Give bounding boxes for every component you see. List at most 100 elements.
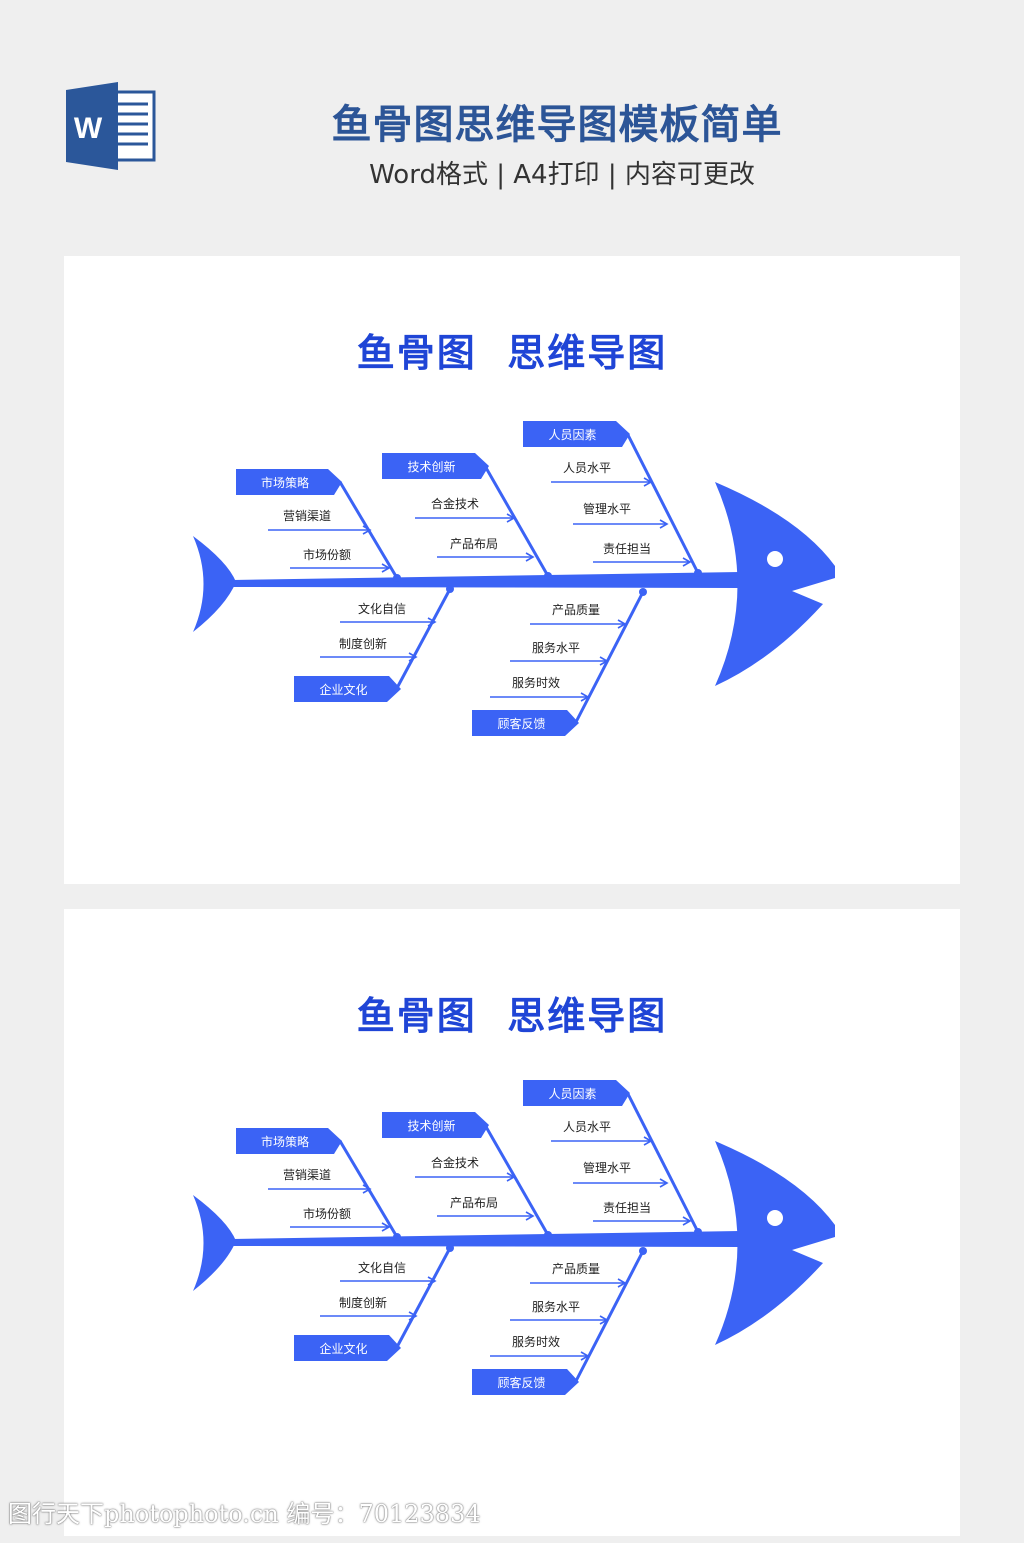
cause-label: 服务时效 [512, 1334, 560, 1349]
arrow-head-icon [525, 1211, 535, 1221]
branch-bone [574, 591, 645, 723]
fish-eye-icon [767, 551, 783, 567]
cause-label: 责任担当 [603, 542, 651, 556]
category-label: 企业文化 [319, 682, 367, 697]
arrow-head-icon [682, 557, 692, 567]
branch-bone [483, 1124, 550, 1236]
category-label: 企业文化 [319, 1341, 367, 1356]
category-label: 顾客反馈 [497, 1375, 545, 1390]
arrow-head-icon [408, 1311, 418, 1321]
word-logo-letter: W [74, 112, 103, 145]
branch-joint [639, 588, 647, 596]
branch-joint [694, 1228, 702, 1236]
cause-label: 市场份额 [303, 547, 351, 562]
fish-head-icon [715, 1141, 835, 1345]
arrow-head-icon [408, 652, 418, 662]
branch-bone [483, 465, 550, 577]
cause-label: 人员水平 [563, 461, 611, 475]
category-label-box [382, 1112, 489, 1138]
branch-bone [395, 1247, 452, 1348]
branch-joint [694, 569, 702, 577]
cause-label: 制度创新 [339, 1295, 387, 1310]
arrow-head-icon [643, 1136, 653, 1146]
watermark: 图行天下photophoto.cn 编号：70123834 [8, 1500, 481, 1528]
fish-spine [232, 1231, 740, 1247]
branch-bone [625, 432, 700, 574]
arrow-head-icon [580, 1351, 590, 1361]
arrow-head-icon [427, 1276, 437, 1286]
arrow-head-icon [506, 513, 516, 523]
cause-label: 文化自信 [358, 601, 406, 616]
arrow-head-icon [506, 1172, 516, 1182]
category-label: 市场策略 [261, 1134, 309, 1149]
cause-label: 文化自信 [358, 1260, 406, 1275]
category-label-box [472, 710, 579, 736]
branch-joint [544, 1231, 552, 1239]
cause-label: 责任担当 [603, 1201, 651, 1215]
cause-label: 产品布局 [450, 537, 498, 551]
cause-label: 市场份额 [303, 1206, 351, 1221]
cause-label: 产品质量 [552, 603, 600, 617]
cause-label: 合金技术 [431, 1155, 479, 1170]
arrow-head-icon [643, 477, 653, 487]
cause-label: 产品布局 [450, 1196, 498, 1210]
arrow-head-icon [659, 1178, 669, 1188]
cause-label: 制度创新 [339, 636, 387, 651]
category-label: 技术创新 [407, 459, 455, 474]
category-label-box [236, 1128, 342, 1154]
arrow-head-icon [617, 1278, 627, 1288]
arrow-head-icon [362, 525, 372, 535]
arrow-head-icon [599, 1315, 609, 1325]
arrow-head-icon [599, 656, 609, 666]
arrow-head-icon [617, 619, 627, 629]
fish-tail-icon [193, 1195, 236, 1291]
category-label: 人员因素 [548, 1087, 596, 1101]
cause-label: 服务水平 [532, 640, 580, 655]
branch-joint [544, 572, 552, 580]
category-label: 顾客反馈 [497, 716, 545, 731]
arrow-head-icon [580, 692, 590, 702]
category-label-box [472, 1369, 579, 1395]
category-label-box [523, 421, 630, 447]
fishbone-diagram: 市场策略营销渠道市场份额技术创新合金技术产品布局人员因素人员水平管理水平责任担当… [193, 1080, 835, 1395]
fishbone-group: 市场策略营销渠道市场份额技术创新合金技术产品布局人员因素人员水平管理水平责任担当… [193, 1080, 835, 1395]
subtitle: Word格式 | A4打印 | 内容可更改 [369, 160, 755, 190]
cause-label: 营销渠道 [283, 509, 331, 523]
category-label-box [294, 676, 401, 702]
branch-joint [446, 585, 454, 593]
cause-label: 产品质量 [552, 1262, 600, 1276]
page-preview-1: 鱼骨图 思维导图 市场策略营销渠道市场份额技术创新合金技术产品布局人员因素人员水… [64, 256, 960, 884]
main-title: 鱼骨图思维导图模板简单 [331, 102, 783, 148]
diagram-title: 鱼骨图 思维导图 [356, 331, 668, 375]
arrow-head-icon [659, 519, 669, 529]
category-label-box [294, 1335, 401, 1361]
fish-eye-icon [767, 1210, 783, 1226]
diagram-title: 鱼骨图 思维导图 [356, 994, 668, 1038]
cause-label: 人员水平 [563, 1120, 611, 1134]
branch-joint [639, 1247, 647, 1255]
word-logo-icon: W [66, 82, 156, 170]
branch-bone [395, 588, 452, 689]
fish-head-icon [715, 482, 835, 686]
arrow-head-icon [381, 1222, 391, 1232]
fishbone-group: 市场策略营销渠道市场份额技术创新合金技术产品布局人员因素人员水平管理水平责任担当… [193, 421, 835, 736]
fish-spine [232, 572, 740, 588]
branch-bone [625, 1091, 700, 1233]
category-label-box [382, 453, 489, 479]
arrow-head-icon [427, 617, 437, 627]
branch-bone [574, 1250, 645, 1382]
branch-joint [393, 574, 401, 582]
cause-label: 服务水平 [532, 1299, 580, 1314]
fishbone-diagram: 市场策略营销渠道市场份额技术创新合金技术产品布局人员因素人员水平管理水平责任担当… [193, 421, 835, 736]
branch-joint [446, 1244, 454, 1252]
arrow-head-icon [362, 1184, 372, 1194]
